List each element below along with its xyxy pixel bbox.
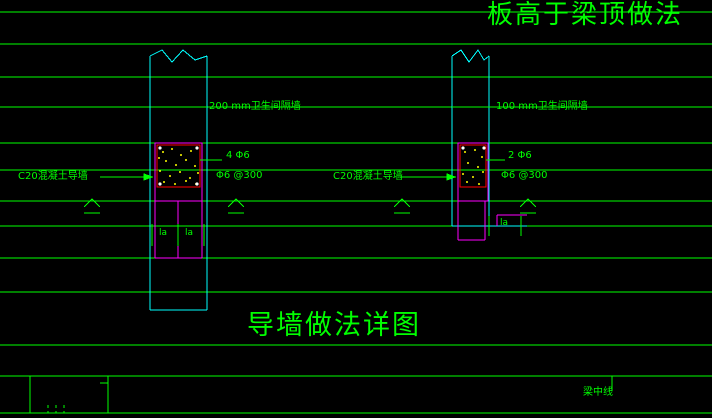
right-stirrup-label: Φ6 @300	[501, 170, 548, 181]
right-guide-wall-box	[457, 142, 527, 241]
green-horizontal-gridlines	[0, 11, 712, 414]
right-rebar-dots	[461, 146, 486, 150]
bottom-dashed-marks	[47, 405, 65, 413]
left-guide-wall-label: C20混凝土导墙	[18, 171, 88, 182]
left-rebar-dots	[158, 146, 199, 186]
right-leader-lines	[393, 106, 537, 236]
bottom-detail-lines	[29, 376, 613, 413]
left-anchor-label-outer: la	[185, 228, 194, 238]
left-concrete-speckle	[158, 148, 199, 185]
left-rebar-count-label: 4 Φ6	[226, 150, 250, 161]
title-main: 导墙做法详图	[247, 310, 421, 341]
right-anchor-label: la	[500, 218, 509, 228]
left-wall-label: 200 mm卫生间隔墙	[209, 101, 301, 112]
right-concrete-speckle	[462, 149, 484, 185]
left-leader-lines	[83, 106, 245, 246]
right-concrete-hatch	[459, 144, 487, 188]
beam-center-label: 梁中线	[583, 387, 613, 398]
left-wall-outline	[149, 49, 208, 311]
left-anchor-label-inner: la	[159, 228, 168, 238]
right-guide-wall-label: C20混凝土导墙	[333, 171, 403, 182]
right-wall-label: 100 mm卫生间隔墙	[496, 101, 588, 112]
left-stirrup-label: Φ6 @300	[216, 170, 263, 181]
left-concrete-hatch	[156, 144, 201, 188]
right-wall-outline	[451, 49, 527, 227]
left-guide-wall-box	[154, 142, 203, 259]
right-rebar-count-label: 2 Φ6	[508, 150, 532, 161]
title-top-partial: 板高于梁顶做法	[487, 0, 684, 30]
